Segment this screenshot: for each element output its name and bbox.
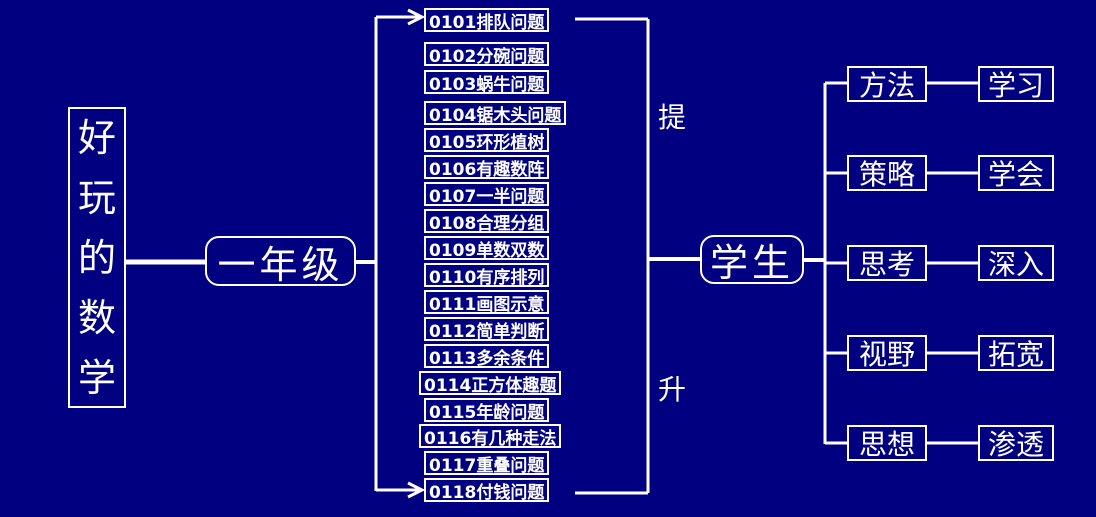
result-node: 深入 [978,245,1054,281]
result-node: 学会 [978,155,1054,191]
result-node: 拓宽 [978,335,1054,371]
side-label-bottom: 升 [658,373,687,406]
problem-item: 0106有趣数阵 [424,155,550,180]
title-char: 好 [77,115,116,160]
problem-item: 0117重叠问题 [424,451,550,476]
problem-item: 0112简单判断 [424,317,550,342]
title-char: 学 [77,355,116,400]
problem-item: 0115年龄问题 [424,398,550,423]
title-char: 数 [77,295,116,340]
method-node: 方法 [847,66,927,102]
title-char: 的 [77,235,116,280]
method-node: 视野 [847,335,927,371]
problem-item: 0114正方体趣题 [419,371,562,396]
problem-item: 0113多余条件 [424,344,550,369]
grade-node: 一年级 [205,236,356,287]
result-node: 渗透 [978,425,1054,461]
problem-item: 0105环形植树 [424,128,550,153]
method-node: 思考 [847,245,927,281]
problem-item: 0110有序排列 [424,263,550,288]
side-label-top: 提 [658,101,687,134]
problem-item: 0116有几种走法 [419,424,562,449]
problem-item: 0111画图示意 [424,290,550,315]
method-node: 策略 [847,155,927,191]
problem-item: 0107一半问题 [424,182,550,207]
title-box: 好 玩 的 数 学 [68,107,126,408]
problem-item: 0101排队问题 [424,8,550,33]
result-node: 学习 [978,66,1054,102]
problem-item: 0108合理分组 [424,209,550,234]
problem-item: 0102分碗问题 [424,42,550,67]
title-char: 玩 [77,175,116,220]
problem-item: 0104锯木头问题 [424,101,567,126]
method-node: 思想 [847,425,927,461]
student-node: 学生 [700,235,804,285]
problem-item: 0109单数双数 [424,236,550,261]
problem-item: 0103蜗牛问题 [424,70,550,95]
problem-item: 0118付钱问题 [424,478,550,503]
